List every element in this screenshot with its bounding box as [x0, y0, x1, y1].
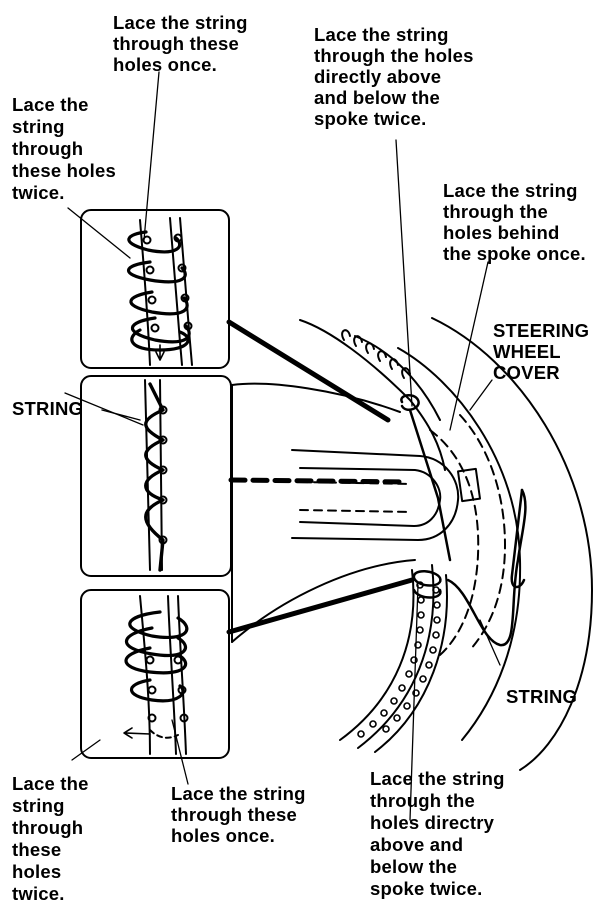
- upper-stitch-marks: [342, 330, 410, 378]
- steering-wheel-hub: [232, 384, 458, 642]
- connector-top: [229, 322, 388, 420]
- label-bottom-right: Lace the string through the holes direct…: [370, 768, 505, 900]
- label-bottom-left: Lace the string through these holes twic…: [12, 773, 89, 905]
- inset-top-drawing: [129, 218, 192, 365]
- label-steering-wheel-cover: STEERING WHEEL COVER: [493, 320, 589, 383]
- perforated-strip: [340, 565, 447, 752]
- label-right-upper: Lace the string through the holes behind…: [443, 180, 586, 264]
- inset-middle-frame: [81, 376, 231, 576]
- label-string-left: STRING: [12, 398, 83, 419]
- laced-string-main: [401, 395, 525, 645]
- label-string-right: STRING: [506, 686, 577, 707]
- inset-top-frame: [81, 210, 229, 368]
- label-top-center: Lace the string through these holes once…: [113, 12, 248, 75]
- label-bottom-center: Lace the string through these holes once…: [171, 783, 306, 846]
- connector-middle: [231, 480, 405, 482]
- inset-middle-drawing: [102, 380, 167, 570]
- inset-bottom-drawing: [124, 596, 188, 754]
- label-top-mid: Lace the string through the holes direct…: [314, 24, 474, 129]
- leader-lines: [65, 72, 500, 820]
- connector-bottom: [229, 580, 412, 632]
- label-top-left: Lace the string through these holes twic…: [12, 94, 116, 204]
